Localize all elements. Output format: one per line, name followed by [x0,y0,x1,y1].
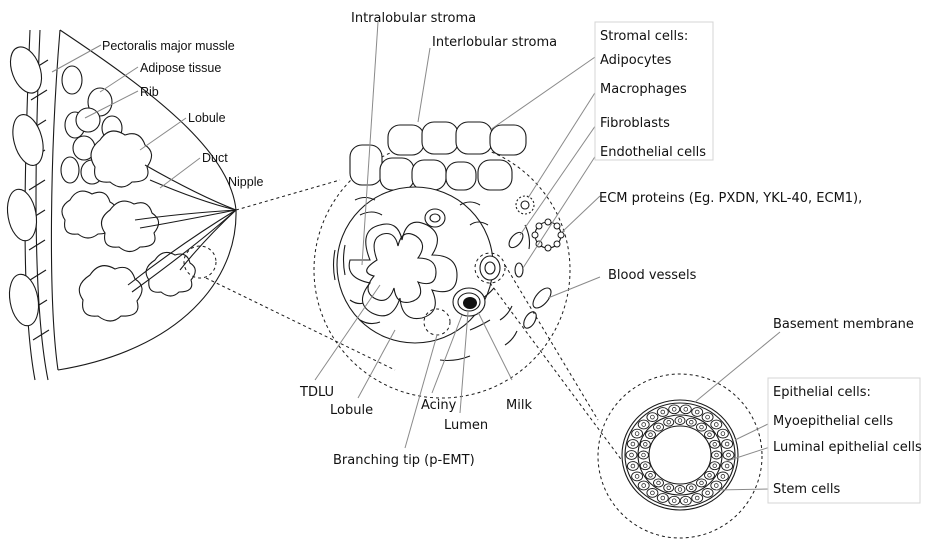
rib-5 [62,66,82,94]
myoepithelial-cell [632,429,643,438]
luminal-epithelial-cell [712,451,722,459]
luminal-epithelial-cell [697,423,707,431]
myoepithelial-cell [657,494,668,503]
interlobular-stroma-label: Interlobular stroma [432,35,557,50]
intralobular-stroma-label: Intralobular stroma [351,11,476,26]
rib-3 [4,187,41,243]
myoepithelial-cell [711,420,722,429]
lumen-label: Lumen [444,418,488,433]
myoepithelial-cell [722,462,733,471]
aciny-label: Aciny [421,398,457,413]
myoepithelial-cell [692,494,703,503]
luminal-epithelial-cell [710,440,720,448]
blood-vessels-label: Blood vessels [608,268,697,283]
myoepithelial-cell [680,405,691,414]
luminal-epithelial-cell [675,486,685,494]
myoepithelial-cells-label: Myoepithelial cells [773,414,893,429]
myoepithelial-cell [717,429,728,438]
myoepithelial-cell [638,420,649,429]
myoepithelial-cell [702,489,713,498]
endothelial-cell [515,263,523,277]
myoepithelial-cell [717,472,728,481]
branching-tip-label: Branching tip (p-EMT) [333,453,475,468]
luminal-epithelial-cell [705,471,715,479]
rib-7 [61,157,79,183]
stromal-cells [506,196,564,330]
lobule-detail-label: Lobule [330,403,373,418]
fibroblasts-label: Fibroblasts [600,116,670,131]
luminal-epithelial-cell [640,440,650,448]
myoepithelial-cell [692,408,703,417]
adipose-label: Adipose tissue [140,61,221,75]
milk-label: Milk [506,398,532,413]
luminal-epithelial-cell [697,479,707,487]
myoepithelial-cell [702,413,713,422]
rib-label: Rib [140,85,159,99]
fibroblast [506,230,525,250]
luminal-epithelial-cell [640,462,650,470]
luminal-epithelial-cell [654,423,664,431]
tdlu-label: TDLU [299,385,334,400]
luminal-epithelial-cell [686,418,696,426]
macrophage [516,196,534,214]
stem-cells-label: Stem cells [773,482,841,497]
pectoralis-label: Pectoralis major mussle [102,39,235,53]
myoepithelial-cell [647,489,658,498]
endothelial-cells-label: Endothelial cells [600,145,706,160]
myoepithelial-cell [627,462,638,471]
myoepithelial-cell [638,481,649,490]
myoepithelial-cell [680,496,691,505]
luminal-epithelial-cell [664,484,674,492]
nipple-label: Nipple [228,175,263,189]
stromal-cells-box: Stromal cells: Adipocytes Macrophages Fi… [595,22,713,160]
macrophages-label: Macrophages [600,82,687,97]
myoepithelial-cell [647,413,658,422]
luminal-epithelial-cell [675,417,685,425]
duct-label: Duct [202,151,228,165]
breast-section [4,30,395,380]
myoepithelial-cell [626,451,637,460]
lobule-detail [314,122,655,505]
epithelial-cells-box: Epithelial cells: Myoepithelial cells Lu… [768,378,922,503]
rib-2 [8,111,49,168]
myoepithelial-cell [722,440,733,449]
luminal-epithelial-cell [654,479,664,487]
luminal-epithelial-cell [639,451,649,459]
luminal-epithelial-cell [646,471,656,479]
basement-membrane-label: Basement membrane [773,317,914,332]
lobule-label: Lobule [188,111,226,125]
acinus-zoom-target [480,256,500,280]
myoepithelial-cell [669,496,680,505]
adipocytes-label: Adipocytes [600,53,672,68]
luminal-epithelial-cell [710,462,720,470]
rib-4 [6,272,43,328]
luminal-epithelial-cell [664,418,674,426]
epithelial-box-title: Epithelial cells: [773,385,871,400]
ecm-proteins-label: ECM proteins (Eg. PXDN, YKL-40, ECM1), [599,191,862,206]
blood-vessel-1 [530,285,555,311]
luminal-epithelial-cell [686,484,696,492]
acinus-detail [598,374,762,538]
blood-vessel-2 [521,310,539,331]
myoepithelial-cell [627,440,638,449]
pectoralis-line [51,30,60,370]
myoepithelial-cell [723,451,734,460]
myoepithelial-cell [657,408,668,417]
luminal-epithelial-cell [705,431,715,439]
luminal-epithelial-cell [646,431,656,439]
small-acinus [425,209,445,227]
myoepithelial-cell [669,405,680,414]
rib-ovals [4,43,85,328]
acinus-zoom-line-top [505,265,598,420]
luminal-epithelial-cells-label: Luminal epithelial cells [773,440,922,455]
myoepithelial-cell [711,481,722,490]
milk-drop [463,297,477,309]
stromal-box-title: Stromal cells: [600,29,688,44]
rib-1 [5,43,48,98]
myoepithelial-cell [632,472,643,481]
